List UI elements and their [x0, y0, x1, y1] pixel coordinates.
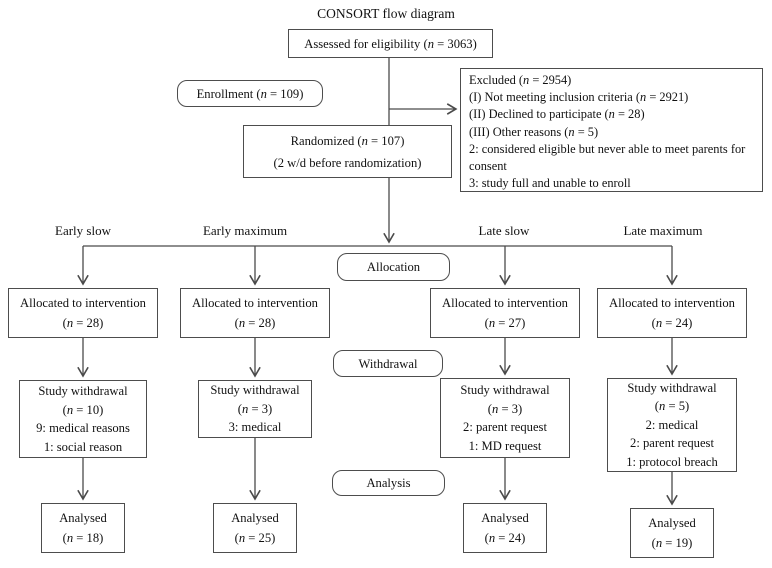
- stage-label-allocation: Allocation: [337, 253, 450, 281]
- analysed-count: (n = 19): [651, 536, 693, 550]
- analysed-count: (n = 24): [484, 531, 526, 545]
- withdrawal-line: Study withdrawal: [627, 380, 717, 395]
- allocated-line: Allocated to intervention: [609, 296, 735, 310]
- analysed-box-late-maximum: Analysed (n = 19): [630, 508, 714, 558]
- randomized-line: (2 w/d before randomization): [273, 155, 422, 170]
- enrollment-box: Enrollment (n = 109): [177, 80, 323, 107]
- withdrawal-line: 2: parent request: [463, 420, 547, 434]
- enrollment-text: Enrollment (n = 109): [196, 86, 304, 101]
- stage-label-analysis: Analysis: [332, 470, 445, 496]
- column-label-late-slow: Late slow: [478, 223, 530, 238]
- analysed-box-early-maximum: Analysed (n = 25): [213, 503, 297, 553]
- allocated-count: (n = 28): [62, 316, 104, 330]
- allocated-box-late-slow: Allocated to intervention (n = 27): [430, 288, 580, 338]
- column-label-early-slow: Early slow: [55, 223, 111, 238]
- analysed-line: Analysed: [231, 511, 279, 525]
- withdrawal-line: Study withdrawal: [460, 383, 550, 397]
- allocated-line: Allocated to intervention: [20, 296, 146, 310]
- withdrawal-count: (n = 5): [654, 399, 690, 414]
- excluded-line: Excluded (n = 2954): [469, 73, 572, 87]
- withdrawal-count: (n = 3): [237, 401, 273, 416]
- allocated-box-late-maximum: Allocated to intervention (n = 24): [597, 288, 747, 338]
- withdrawal-box-early-slow: Study withdrawal (n = 10) 9: medical rea…: [19, 380, 147, 458]
- analysed-box-late-slow: Analysed (n = 24): [463, 503, 547, 553]
- randomized-line: Randomized (n = 107): [290, 133, 405, 148]
- excluded-line: (I) Not meeting inclusion criteria (n = …: [469, 90, 689, 105]
- excluded-box: Excluded (n = 2954) (I) Not meeting incl…: [460, 68, 763, 192]
- withdrawal-line: Study withdrawal: [210, 383, 300, 398]
- withdrawal-line: 9: medical reasons: [36, 421, 130, 435]
- excluded-line: (III) Other reasons (n = 5): [469, 124, 599, 139]
- withdrawal-box-late-slow: Study withdrawal (n = 3) 2: parent reque…: [440, 378, 570, 458]
- analysis-text: Analysis: [366, 476, 411, 490]
- assessed-box: Assessed for eligibility (n = 3063): [288, 29, 493, 58]
- withdrawal-line: 1: MD request: [468, 438, 542, 453]
- randomized-box: Randomized (n = 107) (2 w/d before rando…: [243, 125, 452, 178]
- analysed-box-early-slow: Analysed (n = 18): [41, 503, 125, 553]
- withdrawal-line: 1: social reason: [43, 439, 123, 454]
- column-label-early-maximum: Early maximum: [202, 223, 288, 238]
- withdrawal-line: Study withdrawal: [38, 384, 128, 398]
- withdrawal-line: 2: parent request: [630, 436, 714, 451]
- allocated-box-early-slow: Allocated to intervention (n = 28): [8, 288, 158, 338]
- allocated-line: Allocated to intervention: [442, 296, 568, 310]
- allocated-count: (n = 24): [651, 316, 693, 330]
- allocation-text: Allocation: [366, 260, 421, 274]
- allocated-count: (n = 28): [234, 316, 276, 330]
- withdrawal-line: 1: protocol breach: [626, 454, 718, 469]
- withdrawal-count: (n = 3): [487, 401, 523, 416]
- excluded-line: (II) Declined to participate (n = 28): [469, 107, 645, 122]
- withdrawal-box-late-maximum: Study withdrawal (n = 5) 2: medical 2: p…: [607, 378, 737, 472]
- excluded-line: 2: considered eligible but never able to…: [469, 141, 746, 174]
- allocated-line: Allocated to intervention: [192, 296, 318, 310]
- allocated-box-early-maximum: Allocated to intervention (n = 28): [180, 288, 330, 338]
- analysed-line: Analysed: [481, 511, 529, 525]
- assessed-text: Assessed for eligibility (n = 3063): [304, 36, 477, 51]
- withdrawal-line: 3: medical: [228, 420, 282, 435]
- withdrawal-count: (n = 10): [62, 402, 104, 417]
- diagram-title: CONSORT flow diagram: [317, 6, 455, 21]
- withdrawal-box-early-maximum: Study withdrawal (n = 3) 3: medical: [198, 380, 312, 438]
- withdrawal-text: Withdrawal: [358, 356, 418, 371]
- withdrawal-line: 2: medical: [645, 417, 699, 432]
- analysed-count: (n = 18): [62, 531, 104, 545]
- analysed-line: Analysed: [59, 511, 107, 525]
- allocated-count: (n = 27): [484, 316, 526, 330]
- stage-label-withdrawal: Withdrawal: [333, 350, 443, 377]
- analysed-count: (n = 25): [234, 531, 276, 545]
- column-label-late-maximum: Late maximum: [623, 223, 703, 238]
- analysed-line: Analysed: [648, 516, 696, 530]
- excluded-line: 3: study full and unable to enroll: [469, 176, 631, 191]
